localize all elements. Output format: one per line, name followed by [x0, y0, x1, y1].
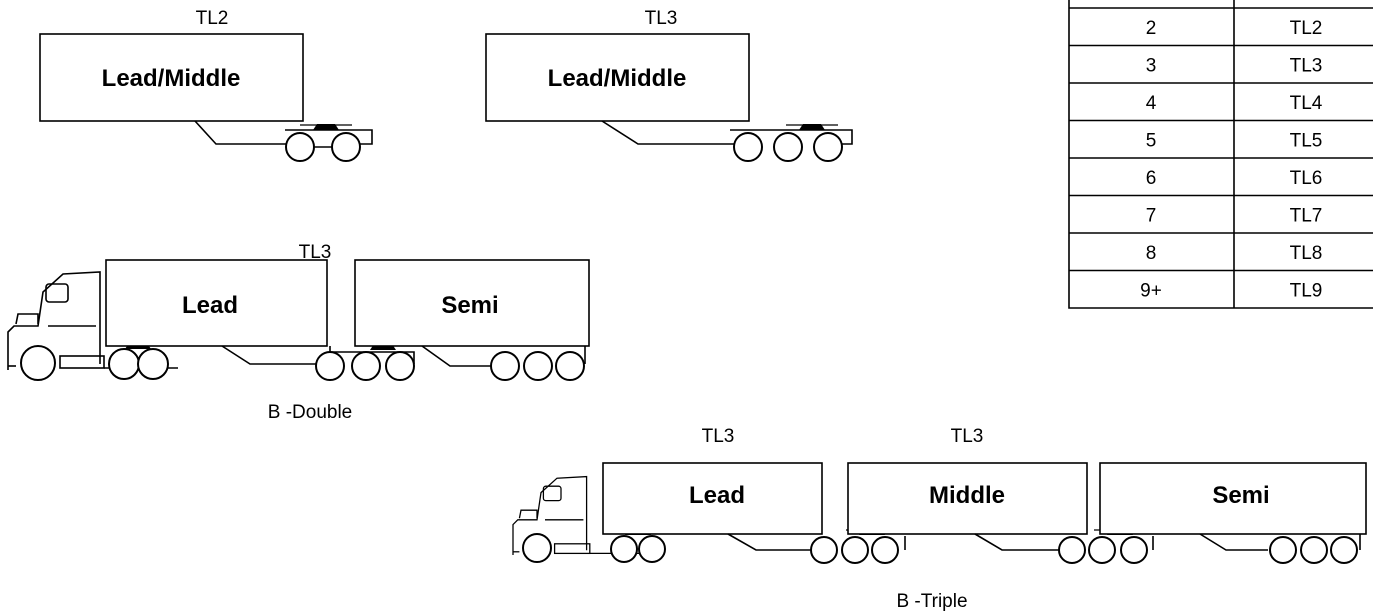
wheel-icon [733, 132, 763, 162]
table-cell-code: TL2 [1290, 18, 1323, 39]
lead-rear-frame [329, 346, 415, 364]
wheel-icon [871, 536, 899, 564]
wheel-icon [638, 535, 666, 563]
lead-label: Lead [182, 292, 238, 319]
wheel-icon [773, 132, 803, 162]
wheel-icon [385, 351, 415, 381]
wheel-icon [1300, 536, 1328, 564]
table-cell-code: TL9 [1290, 280, 1323, 301]
middle-label: Middle [929, 482, 1005, 509]
wheel-icon [522, 533, 552, 563]
axle-label-b-triple-2: TL3 [951, 426, 984, 447]
wheel-icon [20, 345, 56, 381]
middle-trailer-body [847, 462, 1088, 535]
wheel-icon [523, 351, 553, 381]
axle-label-tl2: TL2 [196, 8, 229, 29]
table-cell-code: TL3 [1290, 55, 1323, 76]
wheel-icon [813, 132, 843, 162]
lead-label: Lead [689, 482, 745, 509]
trailer-chassis [194, 120, 300, 145]
axle-table: 2 TL2 3 TL3 4 TL4 5 TL5 6 TL6 7 TL7 8 TL8 9+ TL9 [1068, 0, 1373, 309]
table-cell-axles: 6 [1146, 168, 1157, 189]
table-border [1068, 0, 1373, 309]
b-double-group: TL3 Lead Semi B -Double [7, 242, 590, 423]
wheel-icon [1088, 536, 1116, 564]
wheel-icon [351, 351, 381, 381]
fifth-wheel-icon [785, 123, 839, 131]
fifth-wheel-icon [299, 123, 353, 131]
table-cell-code: TL7 [1290, 205, 1323, 226]
table-cell-axles: 5 [1146, 130, 1157, 151]
lead-chassis [727, 533, 812, 551]
axle-label-tl3: TL3 [645, 8, 678, 29]
table-cell-code: TL8 [1290, 243, 1323, 264]
trailer-body [39, 33, 304, 122]
wheel-icon [555, 351, 585, 381]
wheel-icon [137, 348, 169, 380]
wheel-icon [315, 351, 345, 381]
lead-chassis [221, 345, 318, 365]
wheel-icon [1120, 536, 1148, 564]
table-cell-code: TL4 [1290, 93, 1323, 114]
wheel-icon [285, 132, 315, 162]
b-triple-caption: B -Triple [896, 591, 967, 612]
trailer-tl2-group: TL2 Lead/Middle [39, 8, 373, 162]
wheel-icon [810, 536, 838, 564]
trailer-body [485, 33, 750, 122]
semi-chassis [421, 345, 494, 367]
table-cell-axles: 9+ [1140, 280, 1162, 301]
wheel-icon [1058, 536, 1086, 564]
semi-label: Semi [441, 292, 498, 319]
b-triple-group: TL3 TL3 Lead Middle Semi B -Triple [512, 426, 1367, 612]
wheel-icon [331, 132, 361, 162]
wheel-icon [108, 348, 140, 380]
semi-chassis [1199, 533, 1268, 551]
trailer-label: Lead/Middle [548, 65, 687, 92]
b-double-caption: B -Double [268, 402, 353, 423]
wheel-icon [1269, 536, 1297, 564]
axle-label-b-triple-1: TL3 [702, 426, 735, 447]
trailer-tl3-group: TL3 Lead/Middle [485, 8, 853, 162]
semi-label: Semi [1212, 482, 1269, 509]
semi-trailer-body [354, 259, 590, 347]
wheel-icon [610, 535, 638, 563]
wheel-icon [841, 536, 869, 564]
middle-chassis [974, 533, 1060, 551]
dolly-frame [730, 129, 853, 145]
table-cell-code: TL5 [1290, 130, 1323, 151]
trailer-chassis [601, 120, 735, 145]
table-cell-axles: 4 [1146, 93, 1157, 114]
axle-label-b-double: TL3 [299, 242, 332, 263]
wheel-icon [490, 351, 520, 381]
table-cell-axles: 2 [1146, 18, 1157, 39]
table-cell-axles: 3 [1146, 55, 1157, 76]
trailer-label: Lead/Middle [102, 65, 241, 92]
table-cell-code: TL6 [1290, 168, 1323, 189]
wheel-icon [1330, 536, 1358, 564]
table-cell-axles: 7 [1146, 205, 1157, 226]
semi-trailer-body [1099, 462, 1367, 535]
lead-trailer-body [602, 462, 823, 535]
lead-trailer-body [105, 259, 328, 347]
table-cell-axles: 8 [1146, 243, 1157, 264]
